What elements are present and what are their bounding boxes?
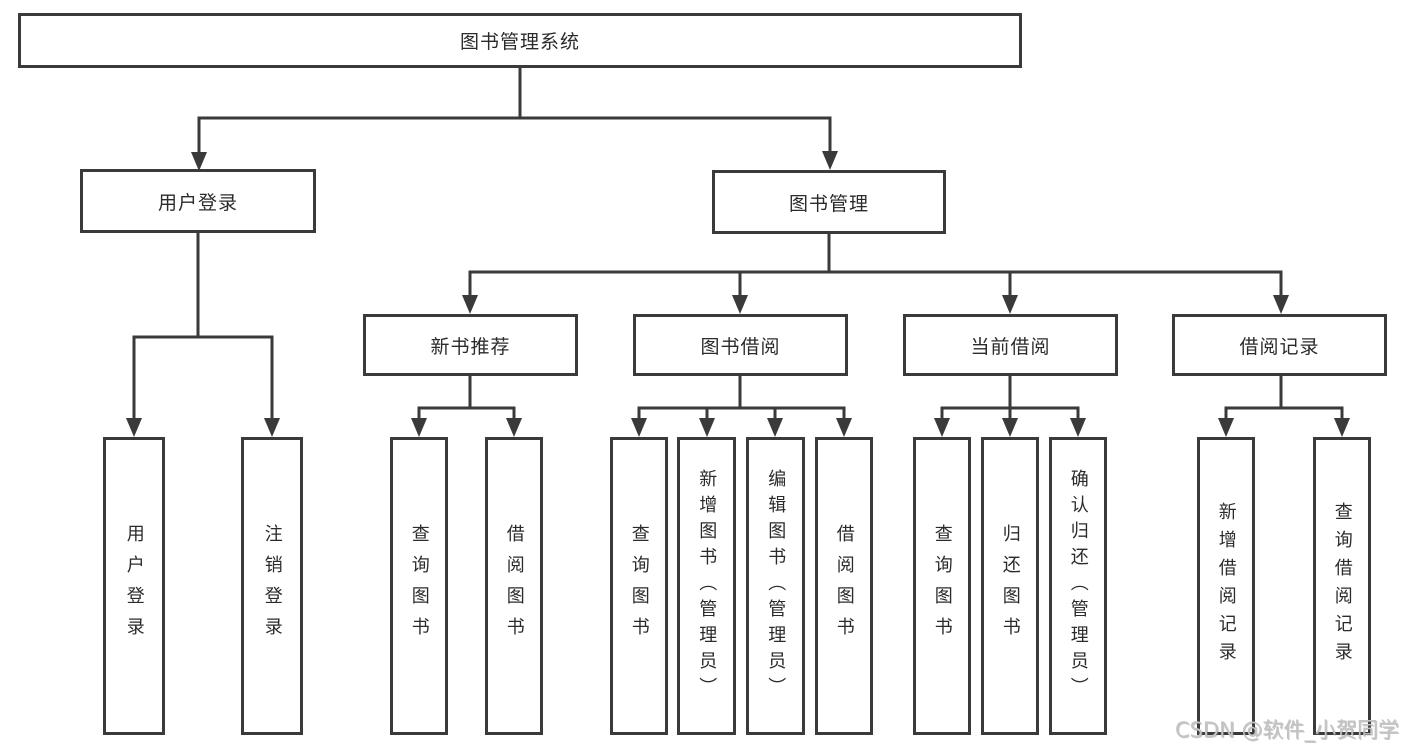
leaf-label: 查询借阅记录 xyxy=(1331,502,1353,670)
arrow-nb-leaf1 xyxy=(411,418,427,437)
node-label: 图书管理 xyxy=(788,192,869,215)
leaf-query-books-borrow: 查询图书 xyxy=(610,437,668,735)
leaf-user-login: 用户登录 xyxy=(103,437,165,735)
arrow-current-borrow xyxy=(1002,295,1018,314)
arrow-new-book xyxy=(462,295,478,314)
node-label: 图书管理系统 xyxy=(459,31,580,53)
arrow-rc-leaf1 xyxy=(1218,418,1234,437)
leaf-query-borrow-record: 查询借阅记录 xyxy=(1313,437,1371,735)
arrow-cu-leaf2 xyxy=(1002,418,1018,437)
leaf-add-borrow-record: 新增借阅记录 xyxy=(1197,437,1255,735)
leaf-label: 确认归还（管理员） xyxy=(1067,469,1089,703)
arrow-borrow-records xyxy=(1273,295,1289,314)
arrow-bw-leaf1 xyxy=(631,418,647,437)
node-book-management: 图书管理 xyxy=(712,170,946,234)
leaf-borrow-books-borrow: 借阅图书 xyxy=(815,437,873,735)
leaf-label: 归还图书 xyxy=(999,524,1021,648)
csdn-watermark: CSDN @软件_小贺同学 xyxy=(1174,718,1399,742)
leaf-label: 查询图书 xyxy=(408,524,430,648)
leaf-label: 编辑图书（管理员） xyxy=(765,469,787,703)
arrow-rc-leaf2 xyxy=(1334,418,1350,437)
node-label: 借阅记录 xyxy=(1239,335,1320,358)
leaf-label: 新增借阅记录 xyxy=(1215,502,1237,670)
node-label: 当前借阅 xyxy=(970,335,1051,358)
leaf-edit-book-admin: 编辑图书（管理员） xyxy=(746,437,805,735)
node-label: 用户登录 xyxy=(157,191,238,214)
arrow-cu-leaf1 xyxy=(934,418,950,437)
arrow-bw-leaf4 xyxy=(836,418,852,437)
arrow-leaf-user-login xyxy=(126,418,142,437)
node-label: 图书借阅 xyxy=(700,335,781,358)
leaf-label: 查询图书 xyxy=(931,524,953,648)
leaf-label: 借阅图书 xyxy=(833,524,855,648)
arrow-leaf-logout xyxy=(264,418,280,437)
leaf-label: 新增图书（管理员） xyxy=(696,469,718,703)
leaf-add-book-admin: 新增图书（管理员） xyxy=(677,437,736,735)
leaf-label: 用户登录 xyxy=(123,524,145,648)
leaf-return-book: 归还图书 xyxy=(981,437,1039,735)
leaf-label: 注销登录 xyxy=(261,524,283,648)
node-new-book-recommend: 新书推荐 xyxy=(363,314,578,376)
arrow-cu-leaf3 xyxy=(1070,418,1086,437)
node-current-borrowing: 当前借阅 xyxy=(903,314,1118,376)
arrow-bw-leaf2 xyxy=(699,418,715,437)
arrow-nb-leaf2 xyxy=(506,418,522,437)
leaf-label: 借阅图书 xyxy=(503,524,525,648)
arrow-book-management xyxy=(822,151,838,170)
node-borrowing-records: 借阅记录 xyxy=(1172,314,1387,376)
leaf-label: 查询图书 xyxy=(628,524,650,648)
leaf-confirm-return-admin: 确认归还（管理员） xyxy=(1049,437,1107,735)
node-label: 新书推荐 xyxy=(430,335,511,358)
arrow-user-login xyxy=(191,152,207,171)
leaf-borrow-books-recommend: 借阅图书 xyxy=(485,437,543,735)
node-user-login: 用户登录 xyxy=(80,169,316,233)
leaf-query-books-current: 查询图书 xyxy=(913,437,971,735)
arrow-bw-leaf3 xyxy=(767,418,783,437)
node-book-borrowing: 图书借阅 xyxy=(633,314,848,376)
arrow-book-borrow xyxy=(732,295,748,314)
leaf-logout: 注销登录 xyxy=(241,437,303,735)
node-library-management-system: 图书管理系统 xyxy=(18,13,1022,68)
leaf-query-books-recommend: 查询图书 xyxy=(390,437,448,735)
